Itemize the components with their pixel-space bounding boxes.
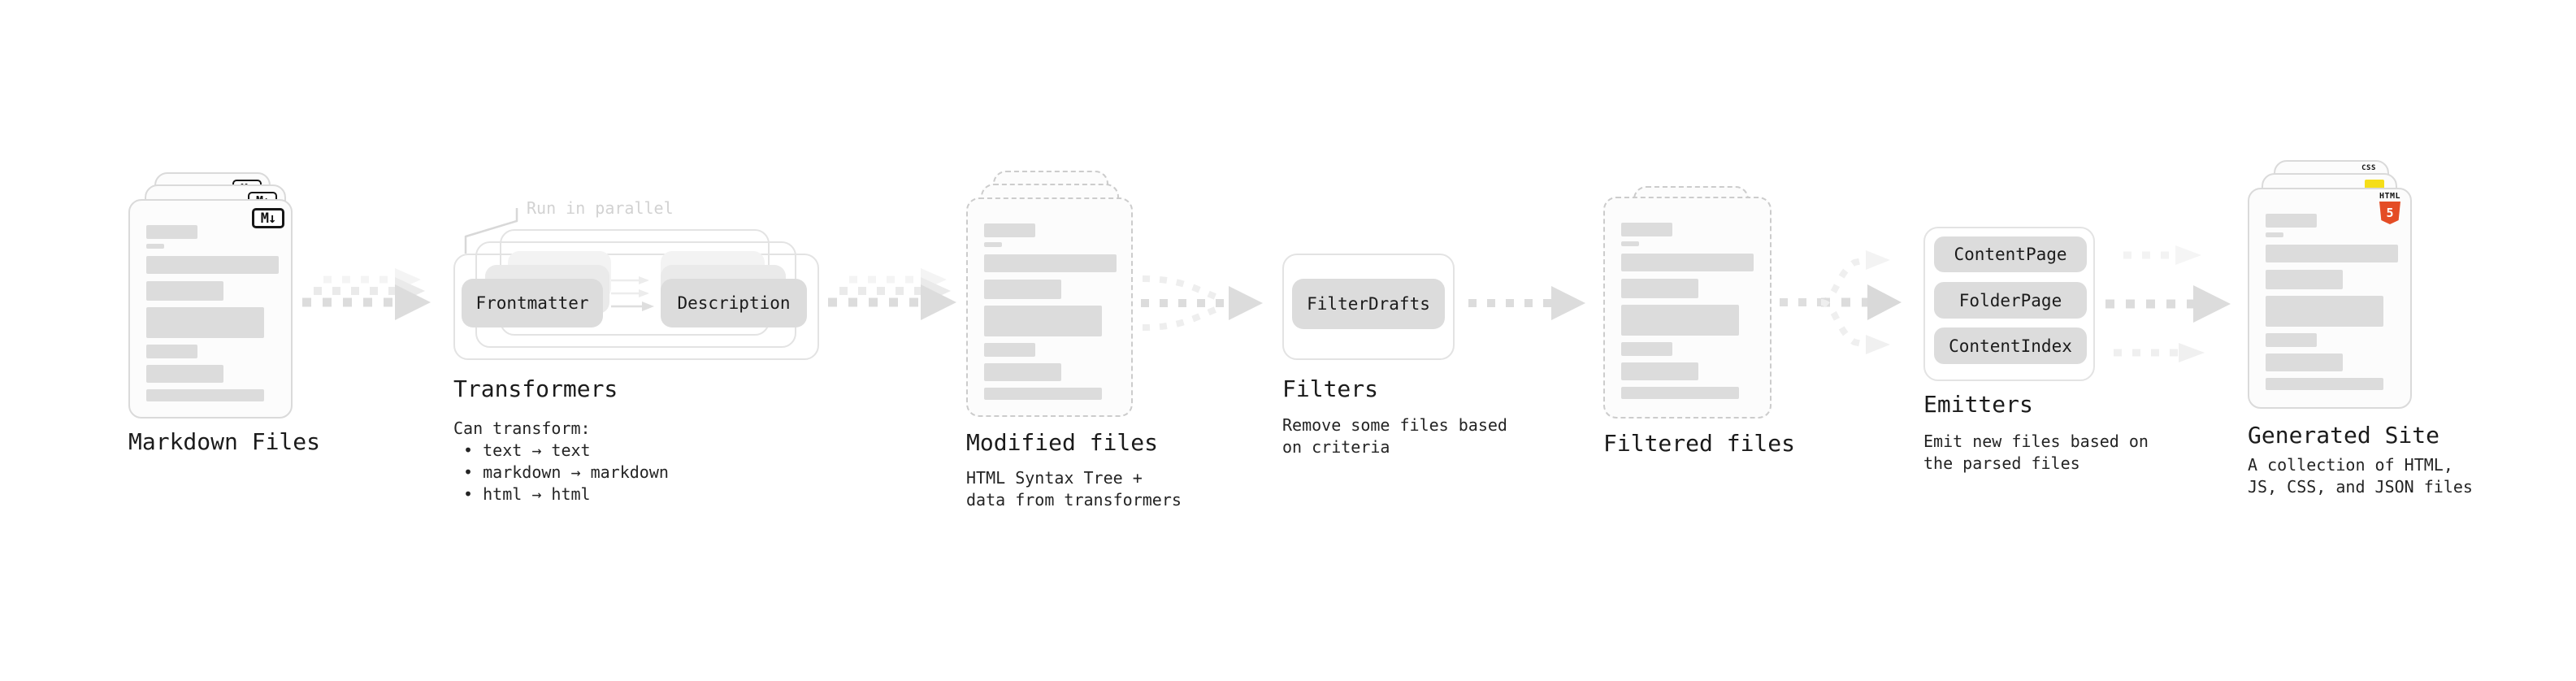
skeleton-line (146, 225, 197, 239)
node-description-line: • markdown → markdown (453, 462, 669, 482)
contentindex-pill: ContentIndex (1934, 327, 2087, 364)
folderpage-pill: FolderPage (1934, 282, 2087, 319)
skeleton-line (2266, 232, 2283, 237)
skeleton-line (984, 343, 1035, 357)
skeleton-line (2266, 245, 2398, 262)
skeleton-line (2266, 333, 2317, 347)
skeleton-line (1621, 241, 1639, 246)
html5-label: HTML (2379, 192, 2401, 201)
arrow-filters-to-filtered-icon (1468, 286, 1585, 320)
frontmatter-pill: Frontmatter (462, 279, 603, 327)
skeleton-line (1621, 254, 1754, 271)
skeleton-line (2266, 296, 2383, 327)
skeleton-line (2266, 270, 2343, 289)
node-description-line: HTML Syntax Tree + (966, 468, 1143, 488)
skeleton-line (1621, 342, 1672, 356)
node-label-filters: Filters (1282, 375, 1379, 402)
css-label: CSS (2361, 164, 2376, 172)
skeleton-line (984, 306, 1102, 336)
skeleton-line (146, 281, 223, 301)
html5-number: 5 (2386, 206, 2394, 220)
contentpage-pill: ContentPage (1934, 236, 2087, 272)
skeleton-line (146, 365, 223, 383)
arrow-filtered-to-emitters-icon (1780, 250, 1902, 354)
arrow-transformers-to-modified-icon (828, 268, 956, 320)
skeleton-line (2266, 354, 2343, 371)
node-label-transformers: Transformers (453, 375, 618, 402)
node-description-line: Remove some files based (1282, 415, 1507, 435)
filters-frame (1282, 254, 1455, 360)
arrow-modified-to-filters-icon (1141, 275, 1263, 331)
emitters-frame (1923, 227, 2095, 381)
filters-description: Remove some files based on criteria (1282, 414, 1507, 458)
skeleton-line (146, 389, 264, 401)
transformers-description: Can transform: • text → text • markdown … (453, 418, 669, 505)
node-description-line: • html → html (453, 484, 591, 504)
skeleton-line (984, 363, 1061, 381)
transformers-frame-front (453, 254, 819, 360)
skeleton-line (984, 388, 1102, 400)
skeleton-line (2266, 214, 2317, 228)
modified-files-description: HTML Syntax Tree + data from transformer… (966, 467, 1182, 511)
emitters-description: Emit new files based on the parsed files (1923, 431, 2149, 475)
node-label-modified-files: Modified files (966, 429, 1159, 456)
node-description-line: • text → text (453, 440, 591, 460)
skeleton-line (146, 256, 279, 274)
callout-connector-line (464, 208, 518, 254)
skeleton-line (1621, 305, 1739, 336)
node-label-filtered-files: Filtered files (1603, 430, 1796, 457)
doc-card-front: HTML 5 (2248, 188, 2412, 409)
arrow-markdown-to-transformers-icon (302, 268, 431, 320)
transform-mini-arrows-icon (611, 276, 654, 311)
node-description-line: A collection of HTML, (2248, 455, 2453, 475)
node-label-emitters: Emitters (1923, 391, 2033, 418)
skeleton-line (2266, 378, 2383, 390)
skeleton-line (984, 254, 1117, 272)
html5-file-icon: HTML 5 (2378, 192, 2402, 224)
skeleton-line (1621, 279, 1698, 298)
doc-card-front (1603, 197, 1772, 419)
generated-site-description: A collection of HTML, JS, CSS, and JSON … (2248, 454, 2473, 498)
skeleton-line (1621, 387, 1739, 399)
skeleton-line (146, 307, 264, 338)
node-description-line: Emit new files based on (1923, 432, 2149, 451)
run-in-parallel-callout: Run in parallel (527, 198, 674, 218)
skeleton-line (984, 242, 1002, 247)
doc-card-front (966, 197, 1133, 417)
markdown-icon: M↓ (252, 208, 284, 228)
node-description-line: JS, CSS, and JSON files (2248, 477, 2473, 497)
skeleton-line (984, 280, 1061, 299)
node-description-line: data from transformers (966, 490, 1182, 510)
node-description-line: the parsed files (1923, 453, 2080, 473)
node-label-generated-site: Generated Site (2248, 422, 2440, 449)
arrow-emitters-to-site-icon (2105, 245, 2231, 362)
html5-shield: 5 (2379, 202, 2400, 224)
skeleton-line (1621, 223, 1672, 236)
filterdrafts-pill: FilterDrafts (1292, 279, 1445, 329)
doc-card-front: M↓ (128, 199, 293, 419)
node-description-line: on criteria (1282, 437, 1390, 457)
skeleton-line (984, 223, 1035, 237)
skeleton-line (146, 244, 164, 249)
node-label-markdown-files: Markdown Files (128, 428, 321, 455)
node-description-line: Can transform: (453, 419, 591, 438)
description-pill: Description (661, 279, 807, 327)
skeleton-line (146, 345, 197, 358)
skeleton-line (1621, 362, 1698, 380)
